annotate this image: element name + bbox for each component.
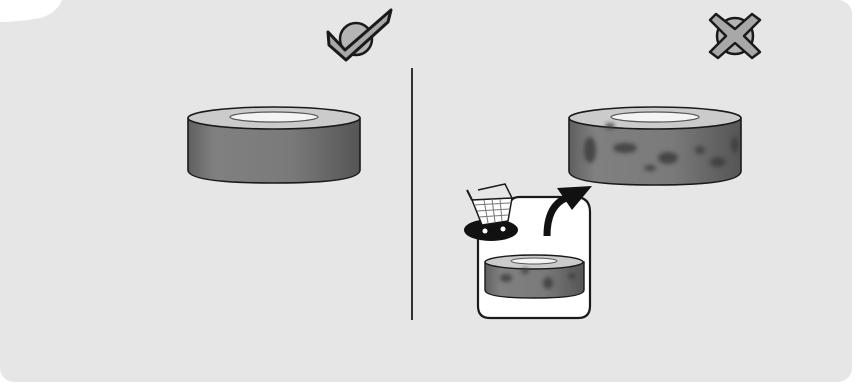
clean-tape-roll xyxy=(188,107,360,183)
dirty-tape-roll xyxy=(569,107,741,185)
cross-icon xyxy=(710,14,760,58)
inset-dirty-roll xyxy=(485,255,584,298)
